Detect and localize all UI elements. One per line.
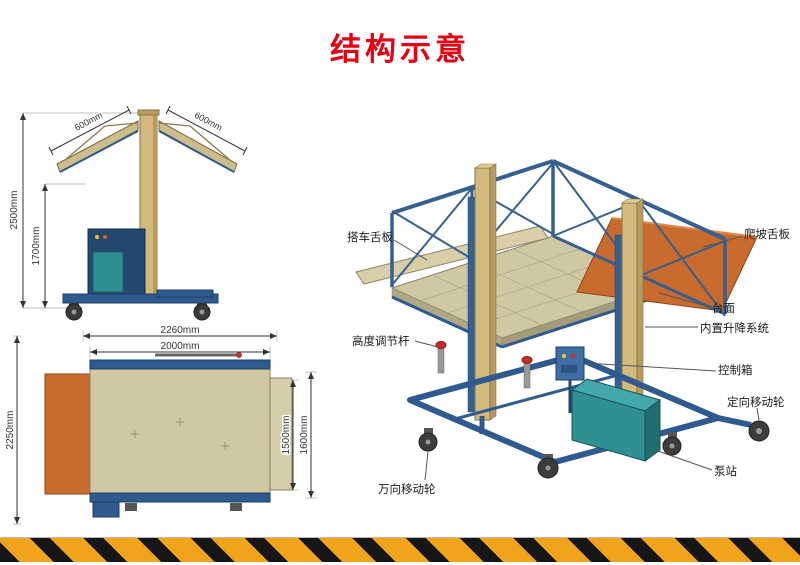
dim-outer-width: 2260mm: [83, 324, 277, 339]
side-mast-shade: [153, 114, 157, 299]
side-body-button-yellow: [95, 235, 99, 239]
dim-outer-depth-text: 1600mm: [299, 416, 310, 455]
side-flap-truss: [64, 122, 231, 161]
dim-platform-height-text: 1700mm: [31, 227, 42, 266]
hazard-stripe-banner: [0, 537, 800, 562]
top-view-machine: [44, 352, 293, 518]
dim-total-height: 2500mm: [8, 113, 26, 308]
top-handle-knob: [236, 352, 242, 358]
label-height-rod: 高度调节杆: [352, 336, 410, 348]
top-ramp-plate: [44, 373, 96, 495]
side-view-machine: [56, 109, 238, 321]
swivel-wheel-fork: [424, 428, 433, 435]
dim-outer-width-text: 2260mm: [161, 325, 200, 336]
top-docking-plate: [267, 377, 293, 491]
iso-height-rods: [435, 341, 533, 389]
side-pump-box: [92, 251, 124, 293]
iso-wheels: [418, 415, 770, 479]
dim-inner-width: 2000mm: [90, 340, 270, 355]
dim-total-depth: 2250mm: [5, 336, 20, 524]
height-rod-knob-right: [521, 356, 533, 364]
page-title: 结构示意: [330, 32, 470, 67]
label-pump-station: 泵站: [714, 466, 737, 478]
top-platform: [89, 367, 271, 501]
dim-platform-height: 1700mm: [30, 184, 48, 308]
label-docking-plate: 搭车舌板: [347, 232, 393, 244]
top-wheel-left: [125, 503, 137, 511]
side-mast-cap: [137, 109, 160, 116]
side-wheel-right-hub: [199, 309, 205, 315]
label-swivel-wheel: 万向移动轮: [378, 484, 436, 496]
dim-inner-width-text: 2000mm: [161, 341, 200, 352]
side-outrigger: [156, 289, 214, 298]
label-lift-system: 内置升降系统: [700, 323, 769, 335]
height-rod-knob-left: [435, 341, 447, 349]
top-frame-rail-top: [89, 359, 271, 370]
dim-total-height-text: 2500mm: [9, 191, 20, 230]
dim-inner-depth: 1500mm: [280, 380, 296, 490]
directional-wheel-arm: [717, 415, 752, 428]
dim-outer-depth: 1600mm: [298, 372, 314, 498]
dim-inner-depth-text: 1500mm: [281, 416, 292, 455]
side-left-flap: [56, 120, 139, 173]
side-base: [62, 293, 219, 304]
dim-total-depth-text: 2250mm: [5, 411, 16, 450]
dim-right-flap-text: 600mm: [193, 110, 224, 133]
side-right-flap: [158, 120, 238, 173]
label-ramp-plate: 爬坡舌板: [744, 229, 790, 241]
top-wheel-right: [230, 503, 242, 511]
top-platform-marks: [131, 418, 229, 450]
label-directional-wheel: 定向移动轮: [727, 397, 785, 409]
side-body-button-orange: [103, 235, 107, 239]
top-frame-rail-bottom: [89, 492, 271, 503]
iso-leader-lines: [393, 235, 760, 481]
top-control-box: [92, 501, 120, 518]
side-wheel-left-hub: [71, 309, 77, 315]
top-view-drawing: 2260mm 2000mm 2250mm 1500mm 1600: [5, 324, 317, 525]
label-platform-surface: 台面: [712, 303, 735, 315]
iso-pump-station: [570, 378, 662, 462]
isometric-view-drawing: [355, 159, 770, 481]
label-control-box: 控制箱: [718, 365, 753, 377]
iso-control-box: [555, 346, 585, 413]
side-view-drawing: 2500mm 1700mm 600mm 600mm: [8, 105, 248, 321]
iso-left-mast: [474, 163, 497, 421]
